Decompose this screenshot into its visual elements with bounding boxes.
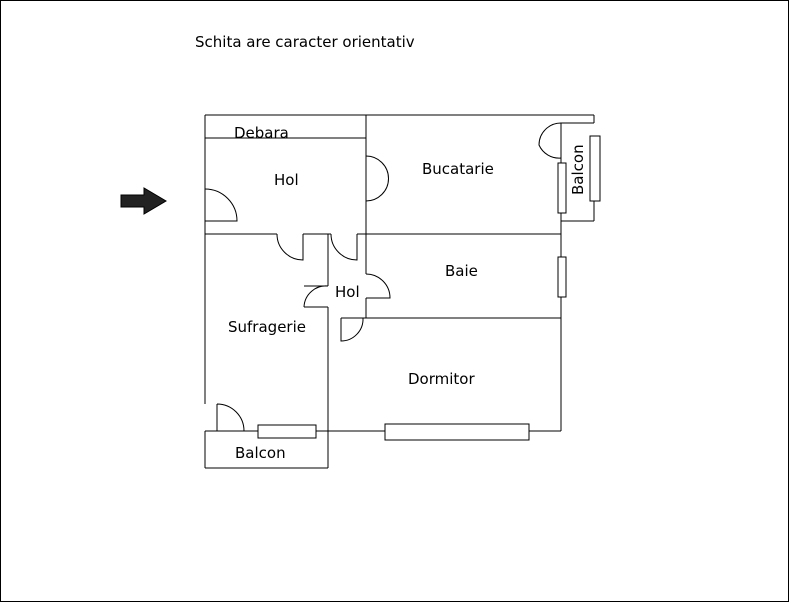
room-label-hol-small: Hol <box>335 283 360 301</box>
room-label-debara: Debara <box>234 124 289 142</box>
room-label-dormitor: Dormitor <box>408 370 475 388</box>
plan-caption: Schita are caracter orientativ <box>195 33 415 51</box>
windows <box>257 135 601 441</box>
arrow-right-icon <box>120 187 167 215</box>
room-label-balcon-bottom: Balcon <box>235 444 286 462</box>
walls <box>204 114 595 469</box>
room-label-bucatarie: Bucatarie <box>422 160 494 178</box>
room-label-sufragerie: Sufragerie <box>228 318 306 336</box>
doors <box>204 122 562 432</box>
room-label-baie: Baie <box>445 262 478 280</box>
room-label-balcon-right: Balcon <box>569 144 587 195</box>
room-label-hol-top: Hol <box>274 171 299 189</box>
